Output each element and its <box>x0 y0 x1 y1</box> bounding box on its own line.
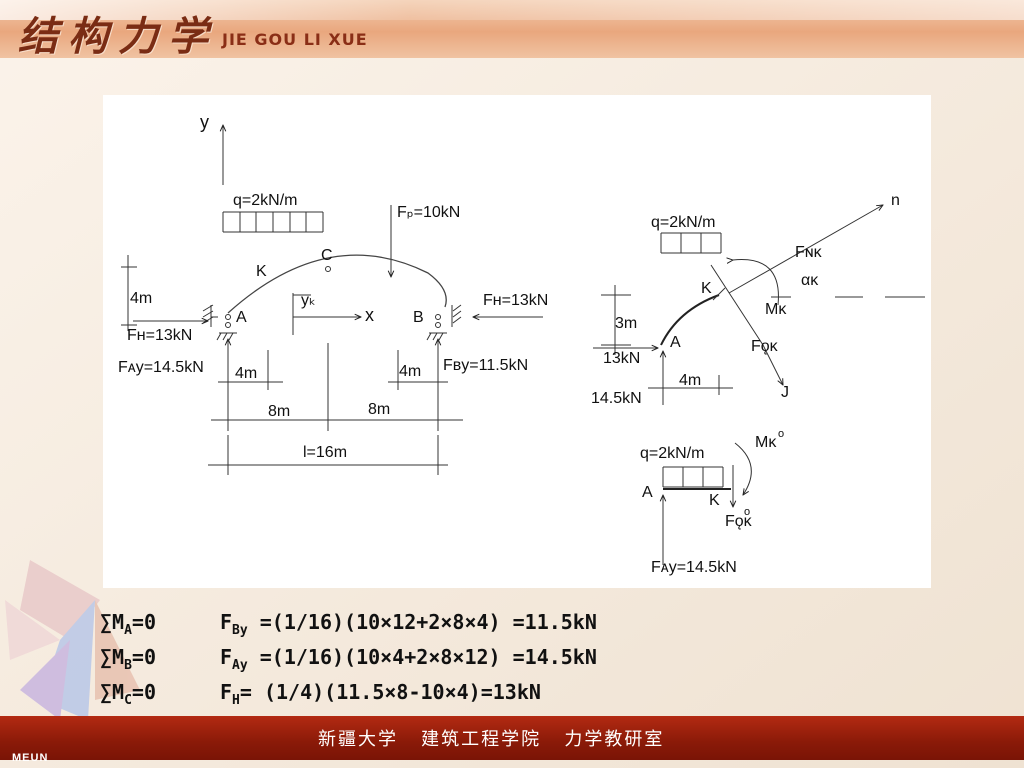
n-axis-line <box>728 205 883 294</box>
equation-2: ∑MB=0 FAy =(1/16)(10×4+2×8×12) =14.5kN <box>100 645 597 673</box>
label-fby: Fʙy=11.5kN <box>443 357 528 374</box>
decorative-star <box>5 560 140 720</box>
fqk-arrow <box>762 344 783 385</box>
segment-ak-curve <box>660 294 720 346</box>
label-fb-mk: Mᴋ <box>765 301 787 318</box>
label-fb-j: J <box>781 384 789 401</box>
label-dim-4m-a: 4m <box>235 365 257 382</box>
label-bk-q: q=2kN/m <box>640 445 704 462</box>
label-fb-3m: 3m <box>615 315 637 332</box>
course-title-pinyin: JIE GOU LI XUE <box>222 30 368 49</box>
label-bk-fay: Fᴀy=14.5kN <box>651 559 737 576</box>
label-bk-mk0: Mᴋ <box>755 434 777 451</box>
course-title: 结构力学 <box>18 13 218 60</box>
equation-1: ∑MA=0 FBy =(1/16)(10×12+2×8×4) =11.5kN <box>100 610 597 638</box>
label-fb-4m: 4m <box>679 372 701 389</box>
footer-bar <box>0 716 1024 760</box>
label-point-k: K <box>256 263 267 280</box>
label-point-b: B <box>413 309 424 326</box>
label-fb-n: n <box>891 192 900 209</box>
arch-diagram-panel: y q=2kN/m Fₚ=10kN C K yₖ x 4m A B Fʜ=13k… <box>103 95 931 588</box>
mk0-arc <box>734 442 752 495</box>
label-yk: yₖ <box>301 292 316 309</box>
label-load-q: q=2kN/m <box>233 192 297 209</box>
hinge-c <box>325 266 331 272</box>
label-fh-left: Fʜ=13kN <box>127 327 192 344</box>
header-highlight <box>0 0 1024 20</box>
label-bk-fqk0: Fǫᴋ <box>725 513 753 530</box>
menu-button[interactable]: MEUN <box>12 752 49 764</box>
label-bk-a: A <box>642 484 653 501</box>
label-axis-x: x <box>365 305 374 325</box>
label-fb-14-5kn: 14.5kN <box>591 390 642 407</box>
label-bk-mk0-sup: o <box>778 428 784 440</box>
mk-arc <box>733 260 779 306</box>
label-fb-fnk: Fɴᴋ <box>795 244 823 261</box>
arch-curve <box>227 254 447 314</box>
label-fay: Fᴀy=14.5kN <box>118 359 204 376</box>
label-bk-fqk0-sup: o <box>744 506 750 518</box>
label-fb-fqk: Fǫᴋ <box>751 338 779 355</box>
label-point-c: C <box>321 247 333 264</box>
footer-institution: 新疆大学 建筑工程学院 力学教研室 <box>318 729 665 750</box>
label-dim-8m-right: 8m <box>368 401 390 418</box>
label-fb-a: A <box>670 334 681 351</box>
label-load-fp: Fₚ=10kN <box>397 204 460 221</box>
label-fb-13kn: 13kN <box>603 350 640 367</box>
label-bk-k: K <box>709 492 720 509</box>
label-fb-q: q=2kN/m <box>651 214 715 231</box>
label-point-a: A <box>236 309 247 326</box>
label-dim-8m-left: 8m <box>268 403 290 420</box>
label-span: l=16m <box>303 444 347 461</box>
label-rise-4m: 4m <box>130 290 152 307</box>
equation-3: ∑MC=0 FH= (1/4)(11.5×8-10×4)=13kN <box>100 680 541 708</box>
label-fh-right: Fʜ=13kN <box>483 292 548 309</box>
label-dim-4m-b: 4m <box>399 363 421 380</box>
label-axis-y: y <box>200 112 209 132</box>
label-fb-alpha: αᴋ <box>801 272 819 289</box>
label-fb-k: K <box>701 280 712 297</box>
